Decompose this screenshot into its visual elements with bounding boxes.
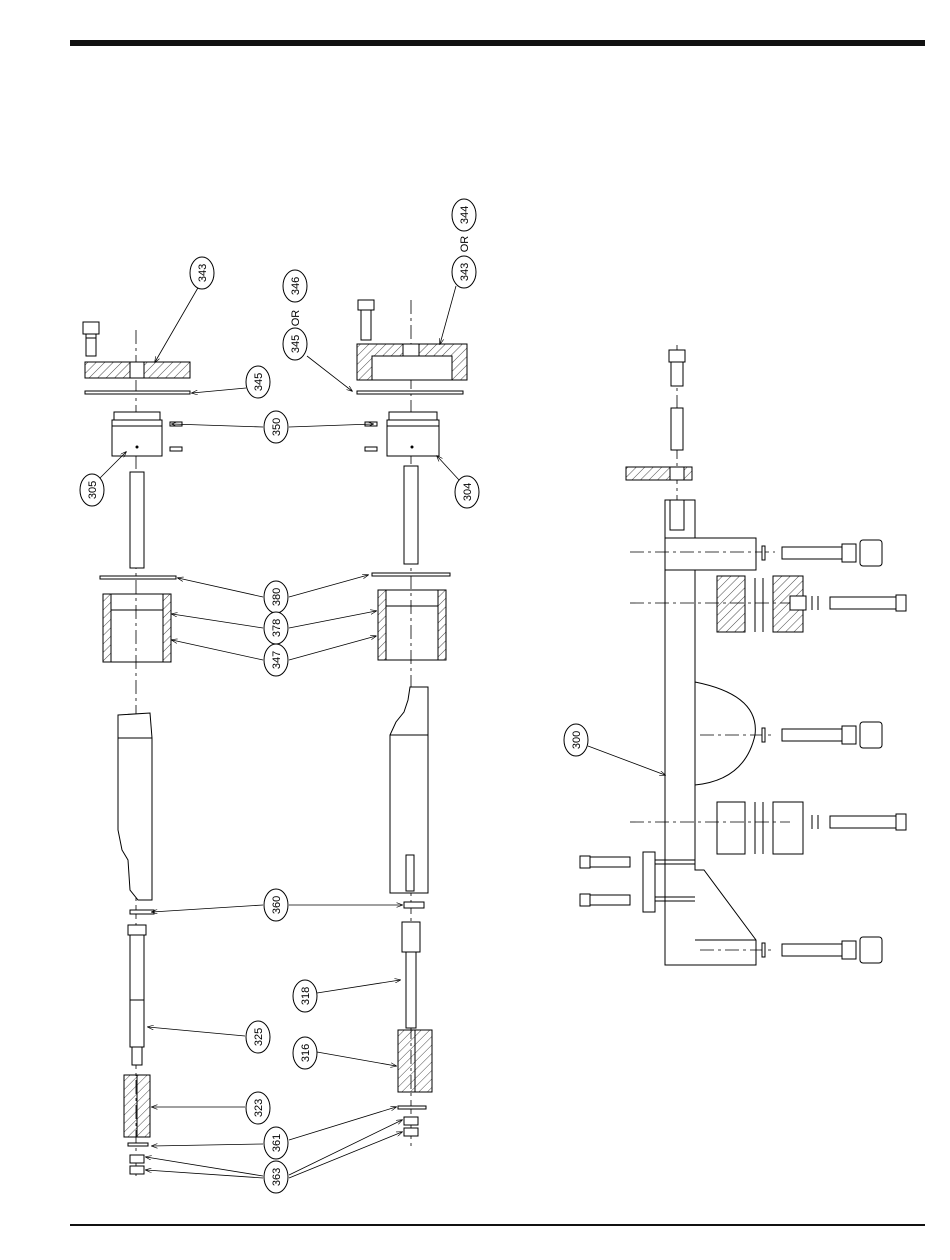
svg-text:318: 318 — [300, 987, 312, 1005]
right-gasket — [357, 391, 463, 394]
svg-text:363: 363 — [271, 1168, 283, 1186]
svg-text:343: 343 — [197, 264, 209, 282]
right-housing — [365, 412, 439, 456]
svg-text:345: 345 — [290, 335, 302, 353]
svg-text:346: 346 — [290, 277, 302, 295]
svg-text:360: 360 — [271, 896, 283, 914]
svg-text:323: 323 — [253, 1099, 265, 1117]
svg-text:347: 347 — [271, 651, 283, 669]
callout-361: 361 — [264, 1127, 288, 1159]
callout-350: 350 — [264, 411, 288, 443]
right-nut-2 — [404, 1128, 418, 1136]
svg-text:316: 316 — [300, 1044, 312, 1062]
callout-363: 363 — [264, 1161, 288, 1193]
svg-text:344: 344 — [459, 206, 471, 224]
svg-text:378: 378 — [271, 619, 283, 637]
svg-text:345: 345 — [253, 373, 265, 391]
left-nut-1 — [130, 1155, 144, 1163]
frame-side-bolt-1 — [580, 856, 630, 868]
frame-bolt-2 — [812, 595, 906, 611]
callout-378: 378 — [264, 612, 288, 644]
callout-346: 346 — [283, 270, 307, 302]
frame-clamp-blocks-upper — [717, 576, 806, 632]
left-top-plate — [85, 362, 190, 378]
callout-343-right: 343 — [452, 256, 476, 288]
svg-text:350: 350 — [271, 418, 283, 436]
callout-323: 323 — [246, 1092, 270, 1124]
callout-345-left: 345 — [246, 366, 270, 398]
left-shaft — [130, 472, 144, 568]
svg-text:304: 304 — [462, 483, 474, 501]
right-assembly — [357, 300, 467, 1150]
callout-325: 325 — [246, 1021, 270, 1053]
callout-344: 344 — [452, 199, 476, 231]
right-nut-1 — [404, 1117, 418, 1125]
or-label-344: OR — [459, 236, 471, 253]
right-snap-ring — [398, 1106, 426, 1109]
left-thrust-washer — [100, 576, 176, 579]
left-pin — [130, 910, 154, 914]
callout-343-left: 343 — [190, 257, 214, 289]
callout-380: 380 — [264, 581, 288, 613]
callout-304: 304 — [455, 476, 479, 508]
svg-text:300: 300 — [571, 731, 583, 749]
left-gear — [124, 1075, 150, 1137]
callout-345-right: 345 — [283, 328, 307, 360]
left-crank-arm — [118, 713, 152, 900]
callout-305: 305 — [80, 474, 104, 506]
frame-plate — [626, 467, 692, 480]
svg-text:325: 325 — [253, 1028, 265, 1046]
left-nut-2 — [130, 1166, 144, 1174]
left-snap-ring — [128, 1143, 148, 1146]
callout-347: 347 — [264, 644, 288, 676]
svg-text:361: 361 — [271, 1134, 283, 1152]
left-housing — [112, 412, 182, 456]
svg-text:305: 305 — [87, 481, 99, 499]
callout-300: 300 — [564, 724, 588, 756]
left-assembly — [83, 322, 190, 1180]
right-top-cap — [357, 344, 467, 380]
svg-text:380: 380 — [271, 588, 283, 606]
right-gear — [398, 1030, 432, 1092]
left-top-bolt — [83, 322, 99, 356]
svg-text:343: 343 — [459, 263, 471, 281]
frame-bolt-5 — [762, 937, 882, 963]
right-shaft — [404, 466, 418, 564]
callout-318: 318 — [293, 980, 317, 1012]
left-bushing — [103, 594, 171, 662]
callout-360: 360 — [264, 889, 288, 921]
left-gasket — [85, 391, 190, 394]
header-rule — [70, 40, 925, 46]
right-thrust-washer — [372, 573, 450, 576]
right-pin — [404, 902, 424, 908]
left-lower-shaft — [128, 925, 146, 1065]
footer-rule — [70, 1224, 925, 1226]
right-lower-shaft — [402, 922, 420, 1028]
frame-bolt-3 — [762, 722, 882, 748]
frame-assembly — [580, 345, 906, 965]
right-bushing — [378, 590, 446, 660]
frame-clamp-blocks-lower — [717, 802, 803, 854]
frame-side-bolt-2 — [580, 894, 630, 906]
callout-316: 316 — [293, 1037, 317, 1069]
right-top-bolt — [358, 300, 374, 340]
frame-bolt-1 — [762, 540, 882, 566]
frame-bolt-4 — [812, 814, 906, 830]
or-label-346: OR — [290, 310, 302, 327]
